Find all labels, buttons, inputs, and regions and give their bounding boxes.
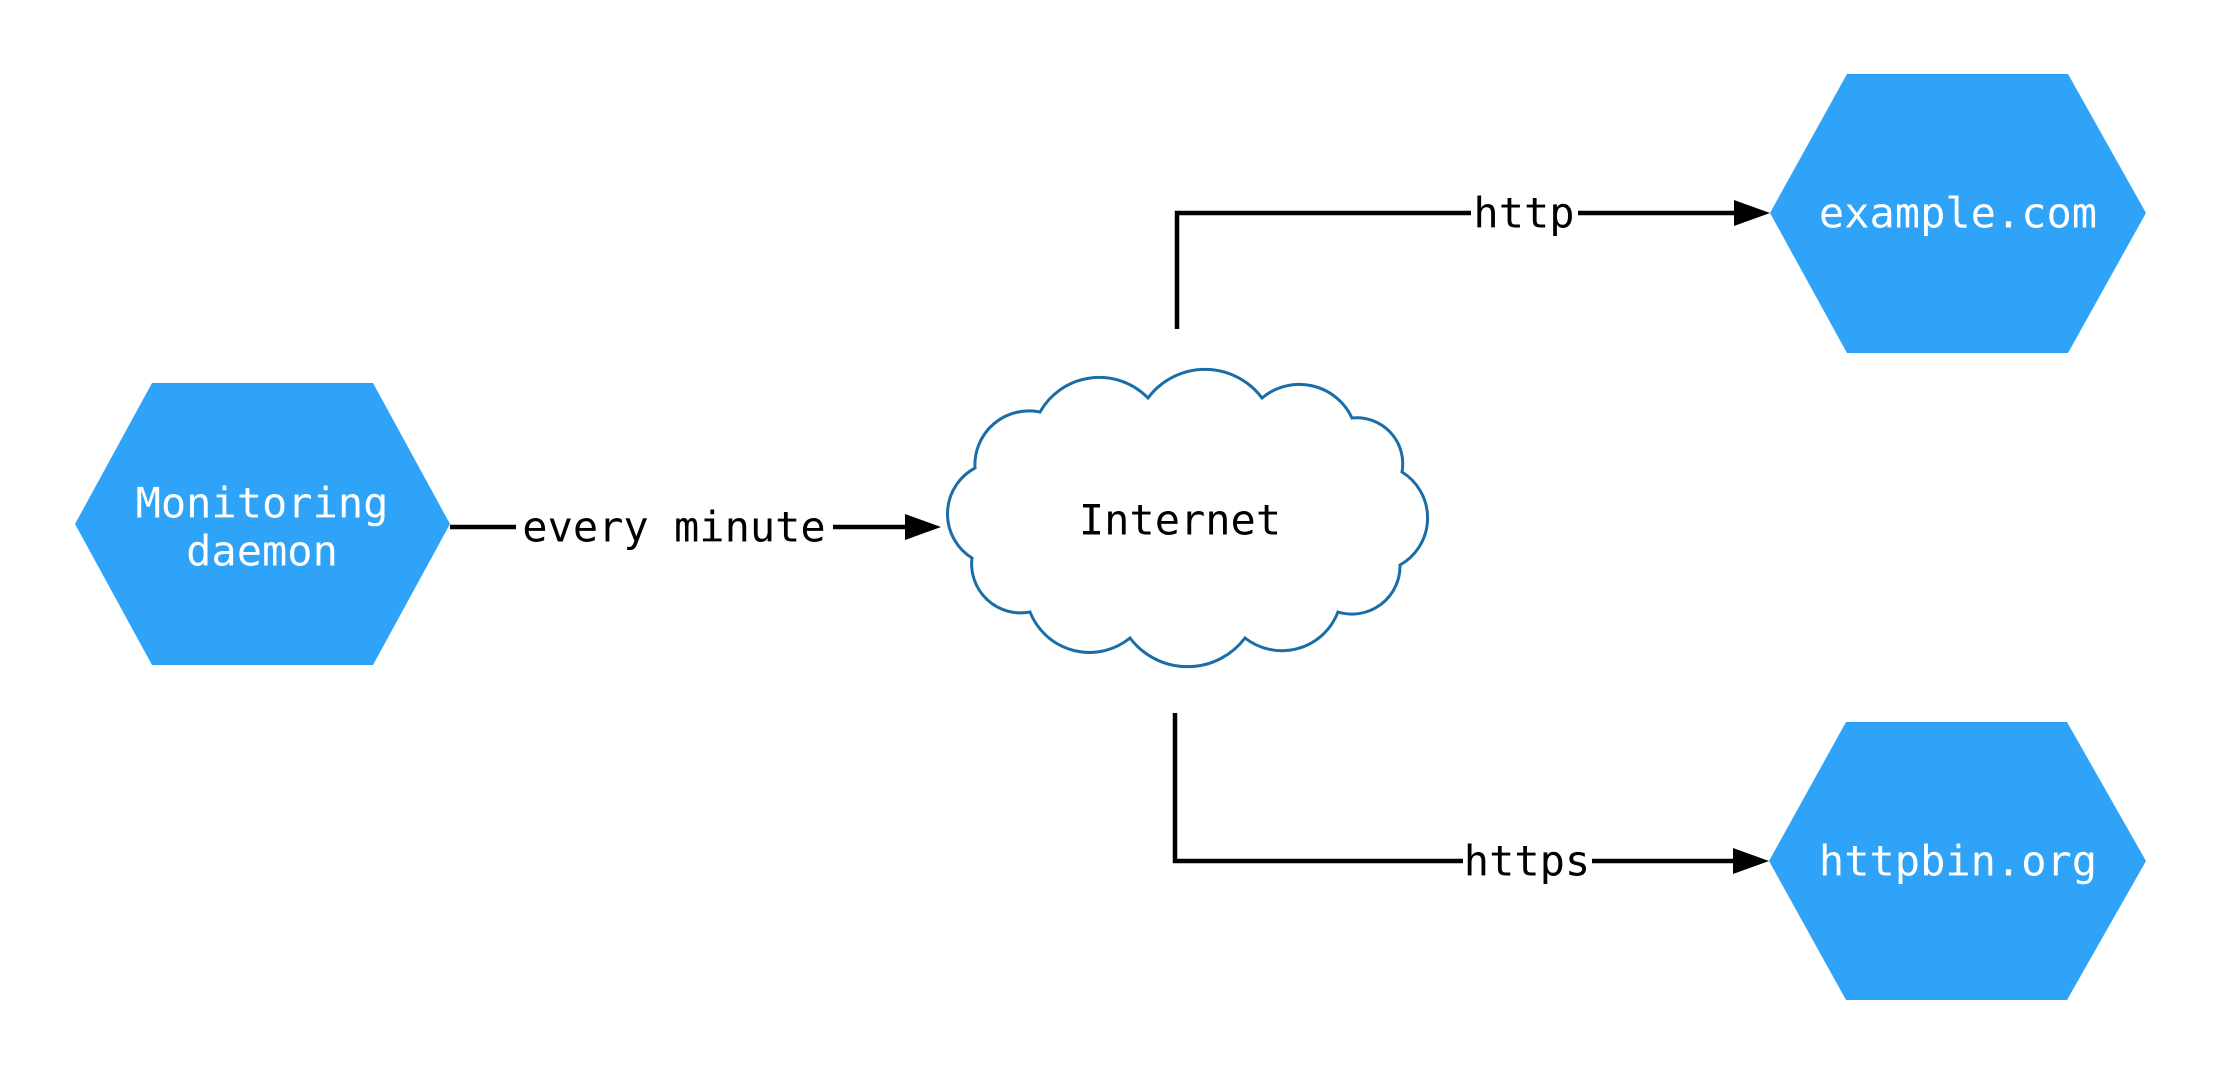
- node-httpbin-org: httpbin.org: [1769, 722, 2146, 1000]
- node-internet-cloud: Internet: [946, 367, 1430, 669]
- cloud-shape: [946, 367, 1430, 669]
- hexagon-shape: [1769, 722, 2146, 1000]
- node-httpbin-org-label: httpbin.org: [1819, 837, 2097, 886]
- edge-every-minute-label: every minute: [522, 503, 825, 552]
- node-monitoring-daemon: Monitoring daemon: [75, 383, 450, 665]
- node-example-com-label: example.com: [1819, 189, 2097, 238]
- hexagon-shape: [75, 383, 450, 665]
- edge-line: [1174, 210, 1471, 329]
- hexagon-shape: [1770, 74, 2146, 353]
- node-internet-label: Internet: [1079, 496, 1281, 545]
- arrowhead-icon: [1733, 848, 1769, 874]
- arrowhead-icon: [905, 514, 941, 540]
- arrowhead-icon: [1734, 200, 1770, 226]
- node-monitoring-daemon-label-line2: daemon: [186, 527, 338, 576]
- edge-https-label: https: [1464, 837, 1590, 886]
- edge-http: http: [1174, 189, 1770, 329]
- edge-every-minute: every minute: [450, 503, 941, 552]
- node-monitoring-daemon-label-line1: Monitoring: [136, 479, 389, 528]
- edge-http-label: http: [1473, 189, 1574, 238]
- edge-line: [1172, 713, 1463, 864]
- edge-https: https: [1172, 713, 1769, 886]
- node-example-com: example.com: [1770, 74, 2146, 353]
